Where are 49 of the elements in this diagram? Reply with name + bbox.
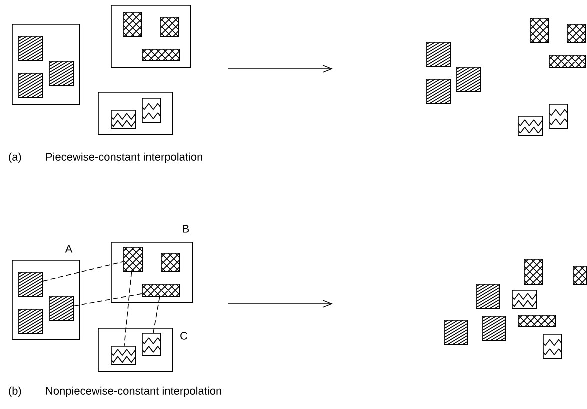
hatched-square bbox=[18, 272, 43, 297]
cross-hatched-square bbox=[160, 17, 179, 37]
cross-hatched-square bbox=[123, 12, 142, 37]
hatched-square bbox=[444, 320, 468, 345]
wavy-square bbox=[518, 116, 543, 136]
dashed-line bbox=[124, 272, 132, 346]
hatched-square bbox=[426, 79, 451, 104]
group-box bbox=[12, 24, 80, 105]
cross-hatched-square bbox=[573, 266, 587, 285]
caption-number: (b) bbox=[9, 386, 22, 398]
hatched-square bbox=[49, 296, 74, 321]
hatched-square bbox=[476, 284, 500, 309]
caption: Nonpiecewise-constant interpolation bbox=[46, 386, 222, 398]
cross-hatched-square bbox=[518, 315, 556, 327]
group-box: B bbox=[111, 225, 193, 303]
wavy-square bbox=[142, 98, 161, 123]
hatched-square bbox=[426, 42, 451, 67]
wavy-square bbox=[111, 110, 136, 129]
cross-hatched-square bbox=[123, 247, 143, 272]
cross-hatched-square bbox=[161, 253, 180, 272]
cross-hatched-square bbox=[142, 284, 180, 297]
wavy-square bbox=[111, 346, 136, 365]
cross-hatched-square bbox=[567, 24, 586, 43]
cross-hatched-square bbox=[530, 18, 549, 43]
wavy-square bbox=[543, 334, 562, 359]
hatched-square bbox=[18, 73, 43, 98]
wavy-square bbox=[512, 290, 537, 309]
hatched-square bbox=[18, 309, 43, 334]
cross-hatched-square bbox=[142, 49, 180, 61]
caption-number: (a) bbox=[9, 152, 22, 164]
group-box: C bbox=[98, 328, 188, 372]
node-label: C bbox=[180, 332, 188, 340]
dashed-line bbox=[74, 294, 142, 307]
cross-hatched-square bbox=[524, 259, 543, 285]
hatched-square bbox=[18, 36, 43, 61]
node-label: B bbox=[183, 225, 190, 233]
group-box: A bbox=[12, 245, 80, 340]
caption: Piecewise-constant interpolation bbox=[46, 152, 202, 164]
hatched-square bbox=[482, 316, 506, 341]
dashed-line bbox=[153, 296, 160, 334]
wavy-square bbox=[549, 104, 568, 129]
node-label: A bbox=[65, 245, 73, 253]
group-box bbox=[98, 92, 173, 135]
cross-hatched-square bbox=[549, 55, 586, 68]
dashed-line bbox=[42, 262, 124, 282]
hatched-square bbox=[49, 61, 74, 86]
group-box bbox=[111, 5, 191, 68]
wavy-square bbox=[142, 333, 161, 356]
hatched-square bbox=[456, 67, 481, 92]
